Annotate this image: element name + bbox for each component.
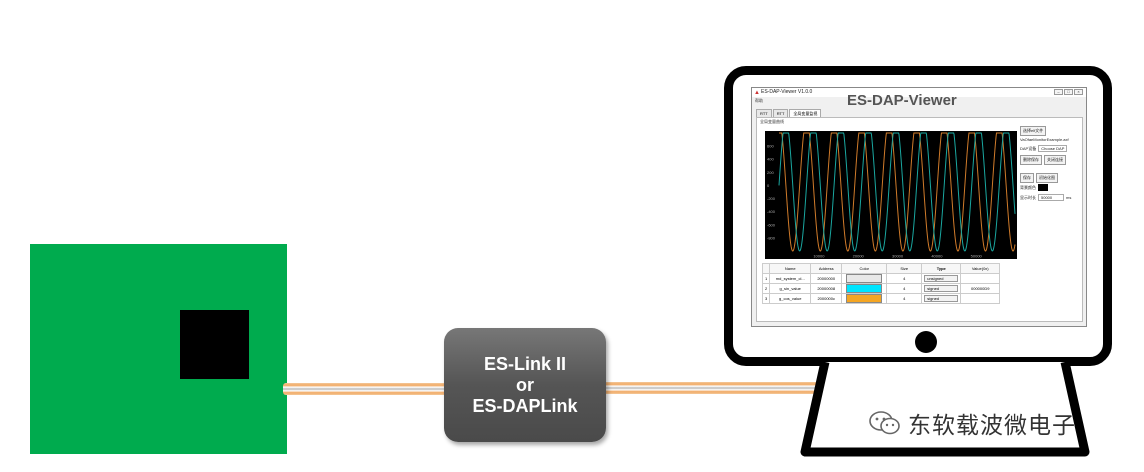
row-value [960,293,1001,304]
x-tick-label: 20000 [853,254,865,259]
type-select[interactable]: signed [924,295,959,302]
cable-board-to-link [283,383,449,395]
tab-global-vars[interactable]: 全局变量监视 [789,109,822,118]
show-time-input[interactable]: 50000 [1038,194,1064,201]
row-value: 000000D9 [960,283,1001,294]
color-swatch[interactable] [846,294,883,303]
row-value [960,273,1001,284]
table-row[interactable]: 3 g_cos_value 2000000c 4 signed [761,293,1001,304]
row-index: 1 [761,273,771,284]
row-size: 4 [886,283,923,294]
series-line-1 [779,132,1016,252]
x-tick-label: 10000 [813,254,825,259]
save-button[interactable]: 保存 [1020,173,1034,183]
power-button [915,331,937,353]
color-swatch[interactable] [846,284,883,293]
close-icon[interactable]: × [1074,89,1083,95]
row-type[interactable]: unsigned [921,273,962,284]
row-name: md_system_cl... [769,273,812,284]
select-elf-button[interactable]: 选择elf文件 [1020,126,1047,136]
elf-filename: VaOfaeMonitorExample.axf [1020,137,1069,142]
x-tick-label: 30000 [892,254,904,259]
debugger-link-box: ES-Link II or ES-DAPLink [444,328,606,442]
row-color[interactable] [841,273,888,284]
panel-label: 全局变量曲线 [760,119,784,124]
row-name: g_cos_value [769,293,812,304]
row-color[interactable] [841,283,888,294]
waveform-plot: 600 400 200 0 -200 -400 -600 -800 10000 20000 3000… [765,131,1017,259]
col-index [761,263,771,274]
variables-table: Name Address Color Size Type Value(0x) 1… [761,263,1001,304]
target-board [30,244,287,454]
row-type[interactable]: signed [921,283,962,294]
tab-bar: RTT RTT 全局变量监视 [756,109,822,118]
link-box-line3: ES-DAPLink [472,395,578,416]
row-index: 2 [761,283,771,294]
show-time-unit: ms [1066,195,1072,200]
row-address: 2000000c [810,293,843,304]
col-size: Size [886,263,923,274]
col-name: Name [769,263,812,274]
y-tick-label: 200 [767,170,774,175]
menu-help[interactable]: 帮助 [755,98,763,103]
bg-color-swatch[interactable] [1038,184,1048,191]
row-name: g_sin_value [769,283,812,294]
x-tick-label: 50000 [971,254,983,259]
col-type: Type [921,263,962,274]
overlay-title: ES-DAP-Viewer [847,92,957,109]
tab-rtt-2[interactable]: RTT [772,109,789,118]
y-tick-label: -400 [767,209,776,214]
color-swatch[interactable] [846,274,883,283]
link-box-line1: ES-Link II [483,353,566,374]
watermark-text: 东软载波微电子 [908,413,1076,439]
tab-rtt-1[interactable]: RTT [756,109,772,118]
row-type[interactable]: signed [921,293,962,304]
app-logo-icon: ▲ [754,90,760,96]
close-connection-button[interactable]: 关闭连接 [1044,155,1066,165]
window-title: ES-DAP-Viewer V1.0.0 [761,89,813,95]
delete-save-button[interactable]: 删除保存 [1020,155,1042,165]
type-select[interactable]: unsigned [924,275,959,282]
bg-color-label: 背景颜色 [1020,184,1036,190]
monitor-stand [800,362,1090,457]
dap-label: DAP设备 [1020,145,1037,151]
col-value: Value(0x) [960,263,1001,274]
window-titlebar: ▲ ES-DAP-Viewer V1.0.0 – □ × [752,88,1086,97]
row-address: 20000008 [810,283,843,294]
y-tick-label: -200 [767,196,776,201]
dap-select[interactable]: Choose DAP [1038,145,1068,152]
wechat-icon [869,411,900,435]
minimize-icon[interactable]: – [1054,89,1063,95]
series-line-2 [778,132,1016,252]
type-select[interactable]: signed [924,285,959,292]
row-size: 4 [886,293,923,304]
window-controls: – □ × [1054,89,1083,95]
y-tick-label: -600 [767,222,776,227]
table-row[interactable]: 2 g_sin_value 20000008 4 signed 000000D9 [761,283,1001,294]
init-plot-button[interactable]: 初始化图 [1036,173,1058,183]
show-time-label: 显示时长 [1020,194,1036,200]
monitor: ▲ ES-DAP-Viewer V1.0.0 – □ × 帮助 ES-DAP-V… [724,66,1112,366]
x-tick-label: 40000 [931,254,943,259]
row-address: 20000000 [810,273,843,284]
row-index: 3 [761,293,771,304]
y-tick-label: 0 [767,183,770,188]
y-tick-label: 400 [767,157,774,162]
row-size: 4 [886,273,923,284]
table-header-row: Name Address Color Size Type Value(0x) [761,263,1001,274]
y-tick-label: 600 [767,144,774,149]
col-color: Color [841,263,888,274]
link-box-line2: or [516,374,534,395]
watermark: 东软载波微电子 [868,406,1076,440]
mcu-chip [180,310,249,379]
y-tick-label: -800 [767,235,776,240]
maximize-icon[interactable]: □ [1064,89,1073,95]
app-window: ▲ ES-DAP-Viewer V1.0.0 – □ × 帮助 ES-DAP-V… [751,87,1087,327]
table-row[interactable]: 1 md_system_cl... 20000000 4 unsigned [761,273,1001,284]
row-color[interactable] [841,293,888,304]
cable-link-to-pc [601,382,866,394]
col-address: Address [810,263,843,274]
